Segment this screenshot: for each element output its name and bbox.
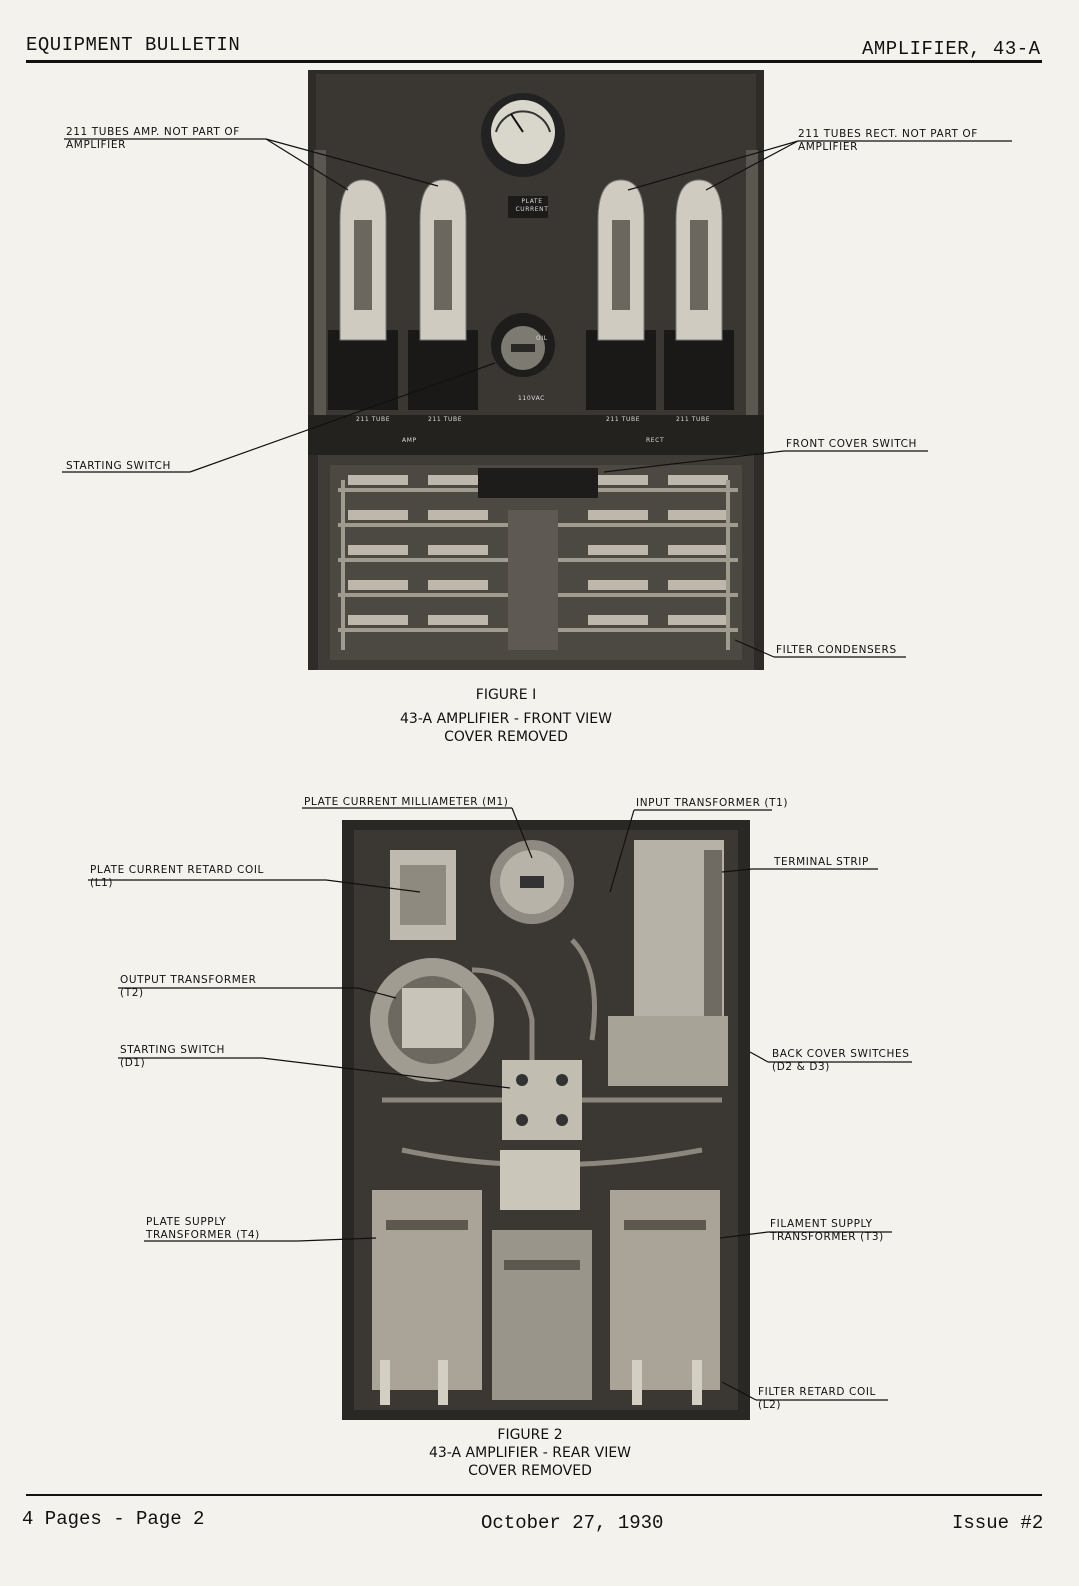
label-plate-current-retard-coil: PLATE CURRENT RETARD COIL (L1) [90,864,264,890]
label-back-cover-switches-line1: BACK COVER SWITCHES [772,1048,910,1060]
label-plate-current-milliameter: PLATE CURRENT MILLIAMETER (M1) [304,796,509,808]
figure2-photo [342,820,750,1420]
panel-plate-text: PLATE [521,198,543,205]
panel-tube-3: 211 TUBE [606,416,641,423]
label-plate-supply-transformer: PLATE SUPPLY TRANSFORMER (T4) [146,1216,260,1242]
figure1-caption: FIGURE I 43-A AMPLIFIER - FRONT VIEW COV… [356,686,656,746]
figure2-caption: FIGURE 2 43-A AMPLIFIER - REAR VIEW COVE… [380,1426,680,1480]
figure2-caption-title: FIGURE 2 [497,1427,563,1443]
label-plate-current-retard-coil-line2: (L1) [90,877,114,889]
label-starting-switch-fig1: STARTING SWITCH [66,460,171,472]
label-tubes-amp: 211 TUBES AMP. NOT PART OF AMPLIFIER [66,126,240,152]
footer-right: Issue #2 [952,1512,1044,1534]
label-filament-supply-line2: TRANSFORMER (T3) [770,1231,884,1243]
label-starting-switch-fig2: STARTING SWITCH (D1) [120,1044,225,1070]
footer-rule [26,1494,1042,1496]
panel-tube-1: 211 TUBE [356,416,391,423]
panel-oil-text: OIL [536,335,548,342]
header-left: EQUIPMENT BULLETIN [26,34,241,56]
figure1-photo [308,70,764,670]
footer-center: October 27, 1930 [481,1512,664,1534]
label-filter-retard-coil: FILTER RETARD COIL (L2) [758,1386,876,1412]
panel-plate-label: PLATE CURRENT [512,198,552,214]
label-input-transformer: INPUT TRANSFORMER (T1) [636,797,789,809]
figure1-caption-line2: 43-A AMPLIFIER - FRONT VIEW [400,711,612,727]
label-front-cover-switch: FRONT COVER SWITCH [786,438,918,450]
panel-voltage-text: 110VAC [518,395,545,402]
header-rule [26,60,1042,63]
panel-current-text: CURRENT [515,206,549,213]
label-filter-retard-coil-line2: (L2) [758,1399,782,1411]
label-tubes-rect-line2: AMPLIFIER [798,141,858,153]
figure2-caption-line3: COVER REMOVED [468,1463,592,1479]
label-plate-supply-line1: PLATE SUPPLY [146,1216,227,1228]
label-tubes-amp-line2: AMPLIFIER [66,139,126,151]
label-back-cover-switches-line2: (D2 & D3) [772,1061,830,1073]
label-filter-condensers: FILTER CONDENSERS [776,644,897,656]
figure1-caption-line3: COVER REMOVED [444,729,568,745]
label-plate-current-retard-coil-line1: PLATE CURRENT RETARD COIL [90,864,264,876]
panel-rect-text: RECT [646,437,665,444]
panel-tube-2: 211 TUBE [428,416,463,423]
figure2-caption-line2: 43-A AMPLIFIER - REAR VIEW [428,1445,632,1461]
label-tubes-rect-line1: 211 TUBES RECT. NOT PART OF [798,128,978,140]
label-filament-supply-transformer: FILAMENT SUPPLY TRANSFORMER (T3) [770,1218,884,1244]
label-terminal-strip: TERMINAL STRIP [774,856,869,868]
label-back-cover-switches: BACK COVER SWITCHES (D2 & D3) [772,1048,910,1074]
label-filter-retard-coil-line1: FILTER RETARD COIL [758,1386,876,1398]
label-starting-switch-fig2-line1: STARTING SWITCH [120,1044,225,1056]
label-output-transformer-line2: (T2) [120,987,144,999]
panel-amp-text: AMP [402,437,417,444]
header-right: AMPLIFIER, 43-A [862,38,1041,60]
label-output-transformer: OUTPUT TRANSFORMER (T2) [120,974,257,1000]
label-starting-switch-fig2-line2: (D1) [120,1057,146,1069]
label-filament-supply-line1: FILAMENT SUPPLY [770,1218,873,1230]
label-output-transformer-line1: OUTPUT TRANSFORMER [120,974,257,986]
panel-tube-4: 211 TUBE [676,416,711,423]
label-tubes-rect: 211 TUBES RECT. NOT PART OF AMPLIFIER [798,128,978,154]
label-plate-supply-line2: TRANSFORMER (T4) [146,1229,260,1241]
figure1-caption-title: FIGURE I [475,687,537,703]
label-tubes-amp-line1: 211 TUBES AMP. NOT PART OF [66,126,240,138]
footer-left: 4 Pages - Page 2 [22,1508,205,1530]
